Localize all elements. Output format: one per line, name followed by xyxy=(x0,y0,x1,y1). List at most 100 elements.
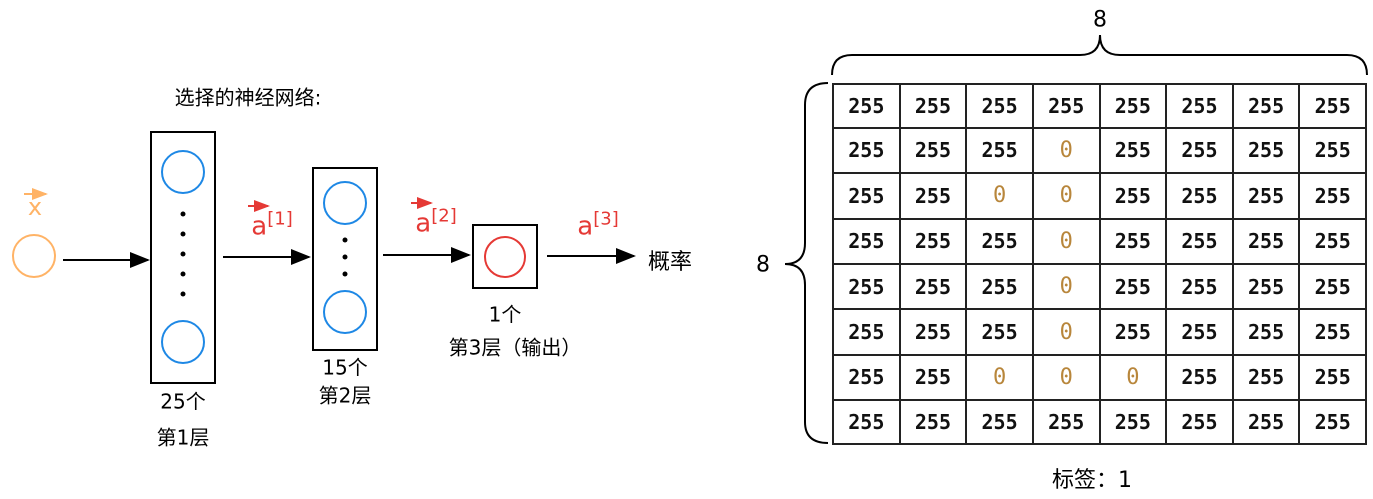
left-brace xyxy=(784,82,829,444)
layer1-neuron-top xyxy=(161,150,205,194)
grid-cell: 255 xyxy=(965,399,1034,445)
network-title: 选择的神经网络: xyxy=(174,85,322,110)
layer1-name: 第1层 xyxy=(156,425,210,450)
a1-base: a xyxy=(251,211,268,242)
grid-cell: 255 xyxy=(965,126,1034,175)
activation-a3: a[3] xyxy=(577,209,618,242)
a2-base: a xyxy=(415,208,432,239)
top-brace xyxy=(831,34,1368,76)
grid-cell: 0 xyxy=(965,172,1034,220)
grid-cell: 0 xyxy=(965,353,1034,402)
layer1-ellipsis xyxy=(180,211,186,297)
layer2-neuron-top xyxy=(323,181,367,225)
layer1-count: 25个 xyxy=(160,389,206,414)
grid-cell: 255 xyxy=(1231,126,1301,175)
grid-cell: 255 xyxy=(1231,262,1301,311)
grid-cell: 255 xyxy=(898,353,968,402)
grid-cell: 255 xyxy=(965,217,1034,265)
grid-cell: 255 xyxy=(1098,83,1168,129)
a3-base: a xyxy=(577,211,594,242)
grid-cell: 255 xyxy=(898,262,968,311)
grid-cell: 0 xyxy=(1098,353,1168,402)
input-label: x xyxy=(27,193,43,221)
grid-cell: 255 xyxy=(1298,217,1367,265)
grid-cell: 0 xyxy=(1031,172,1101,220)
grid-cell: 255 xyxy=(898,217,968,265)
grid-cell: 0 xyxy=(1031,262,1101,311)
grid-cell: 255 xyxy=(1098,399,1168,445)
grid-cell: 255 xyxy=(1298,83,1367,129)
layer2-ellipsis xyxy=(342,237,348,277)
grid-cell: 255 xyxy=(898,399,968,445)
layer2-name: 第2层 xyxy=(318,383,372,408)
grid-cell: 255 xyxy=(832,399,901,445)
a3-superscript: [3] xyxy=(593,208,619,230)
grid-cell: 255 xyxy=(898,308,968,356)
grid-cell: 255 xyxy=(1231,172,1301,220)
layer3-count: 1个 xyxy=(488,302,522,327)
grid-cell: 255 xyxy=(1298,399,1367,445)
grid-cell: 255 xyxy=(1298,172,1367,220)
grid-cell: 0 xyxy=(1031,126,1101,175)
grid-cell: 255 xyxy=(832,353,901,402)
grid-cell: 255 xyxy=(832,308,901,356)
grid-cell: 255 xyxy=(965,308,1034,356)
grid-cell: 255 xyxy=(1098,126,1168,175)
grid-cell: 255 xyxy=(832,217,901,265)
grid-cell: 0 xyxy=(1031,308,1101,356)
grid-cell: 255 xyxy=(1031,83,1101,129)
layer2-neuron-bottom xyxy=(323,290,367,334)
layer1-neuron-bottom xyxy=(161,320,205,364)
grid-cell: 255 xyxy=(1298,126,1367,175)
layer3-name: 第3层（输出） xyxy=(448,335,582,360)
grid-cell: 255 xyxy=(965,262,1034,311)
activation-a1: a[1] xyxy=(251,209,292,242)
grid-cell: 255 xyxy=(1165,83,1234,129)
grid-cell: 255 xyxy=(1231,399,1301,445)
grid-cell: 255 xyxy=(1298,308,1367,356)
layer2-count: 15个 xyxy=(322,355,368,380)
grid-cell: 0 xyxy=(1031,217,1101,265)
a2-superscript: [2] xyxy=(431,205,457,227)
grid-cell: 255 xyxy=(1165,217,1234,265)
grid-cell: 255 xyxy=(1165,308,1234,356)
grid-cell: 255 xyxy=(1031,399,1101,445)
grid-cell: 255 xyxy=(1231,217,1301,265)
layer3-box xyxy=(472,224,538,289)
output-label: 概率 xyxy=(647,250,693,275)
grid-width-label: 8 xyxy=(1093,7,1107,33)
grid-cell: 255 xyxy=(1098,172,1168,220)
a1-superscript: [1] xyxy=(267,208,293,230)
grid-height-label: 8 xyxy=(756,252,770,278)
grid-cell: 255 xyxy=(832,172,901,220)
grid-cell: 255 xyxy=(1165,172,1234,220)
grid-cell: 255 xyxy=(965,83,1034,129)
grid-cell: 255 xyxy=(1165,399,1234,445)
grid-cell: 255 xyxy=(898,172,968,220)
layer1-box xyxy=(150,131,216,384)
output-neuron xyxy=(484,236,526,278)
grid-cell: 255 xyxy=(1231,353,1301,402)
grid-cell: 255 xyxy=(1098,308,1168,356)
grid-cell: 255 xyxy=(1231,83,1301,129)
grid-cell: 0 xyxy=(1031,353,1101,402)
grid-cell: 255 xyxy=(1298,262,1367,311)
activation-a2: a[2] xyxy=(415,206,456,239)
grid-cell: 255 xyxy=(1098,262,1168,311)
grid-caption: 标签：1 xyxy=(1052,468,1132,493)
grid-cell: 255 xyxy=(832,262,901,311)
grid-cell: 255 xyxy=(1231,308,1301,356)
grid-cell: 255 xyxy=(1165,353,1234,402)
grid-cell: 255 xyxy=(1098,217,1168,265)
grid-cell: 255 xyxy=(898,126,968,175)
grid-cell: 255 xyxy=(1298,353,1367,402)
grid-cell: 255 xyxy=(898,83,968,129)
input-node xyxy=(12,234,56,278)
